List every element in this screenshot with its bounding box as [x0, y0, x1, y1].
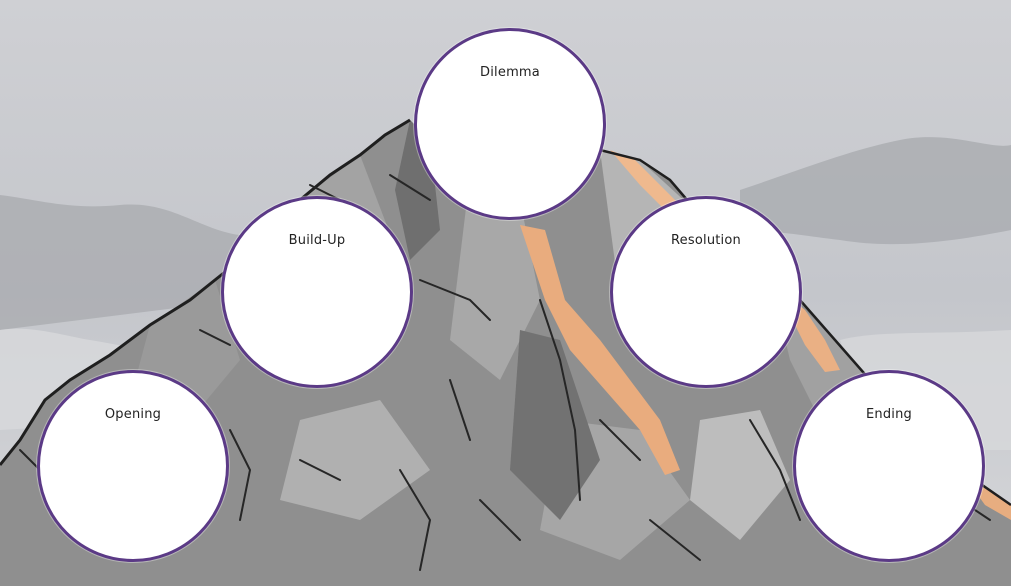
stage-label-opening: Opening	[40, 407, 226, 422]
stage-label-ending: Ending	[796, 407, 982, 422]
stage-label-dilemma: Dilemma	[417, 65, 603, 80]
stage-circle-build-up: Build-Up	[221, 196, 413, 388]
stage-circle-opening: Opening	[37, 370, 229, 562]
stage-circle-dilemma: Dilemma	[414, 28, 606, 220]
stage-label-build-up: Build-Up	[224, 233, 410, 248]
stage-label-resolution: Resolution	[613, 233, 799, 248]
stage-circle-ending: Ending	[793, 370, 985, 562]
stage-circle-resolution: Resolution	[610, 196, 802, 388]
